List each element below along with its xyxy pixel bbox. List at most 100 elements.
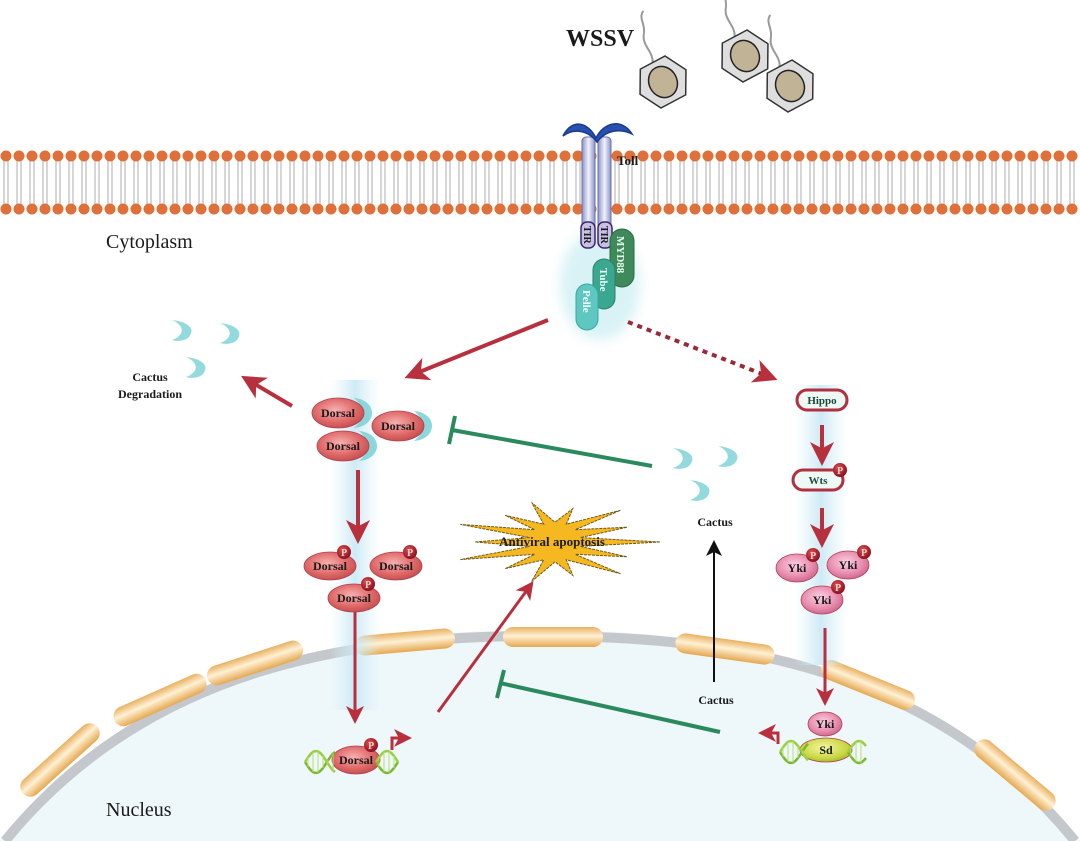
lipid xyxy=(559,150,571,215)
cactus-degradation-fragments xyxy=(172,320,240,378)
svg-text:P: P xyxy=(407,548,413,559)
lipid xyxy=(403,150,415,215)
dna-helix xyxy=(778,739,809,765)
lipid xyxy=(663,150,675,215)
antiviral-apoptosis-burst: Antiviral apoptosis xyxy=(460,502,661,582)
lipid xyxy=(0,150,12,215)
lipid xyxy=(767,150,779,215)
nucleus xyxy=(0,627,1080,841)
phospho-dorsal-label: Dorsal xyxy=(337,591,372,605)
phospho-yki-label: Yki xyxy=(839,558,858,572)
cactus-crescent xyxy=(220,323,240,344)
svg-text:P: P xyxy=(810,551,816,562)
lipid xyxy=(845,150,857,215)
free-cactus xyxy=(673,446,738,501)
lipid xyxy=(455,150,467,215)
transcription-arrow-dorsal xyxy=(390,729,412,750)
transcription-arrow-yki xyxy=(758,724,780,744)
pelle-kinase: Pelle xyxy=(575,283,599,331)
apoptosis-label: Antiviral apoptosis xyxy=(499,534,605,549)
inhibition-nuclear-cactus xyxy=(495,669,721,734)
lipid xyxy=(130,150,142,215)
lipid xyxy=(1001,150,1013,215)
wssv-virion xyxy=(639,10,687,109)
lipid xyxy=(13,150,25,215)
lipid xyxy=(117,150,129,215)
lipid xyxy=(65,150,77,215)
wssv-virion xyxy=(721,0,769,83)
svg-text:Pelle: Pelle xyxy=(580,290,592,313)
nuclear-pore xyxy=(503,627,603,647)
lipid xyxy=(299,150,311,215)
sd-factor-label: Sd xyxy=(819,743,833,757)
nuclear-pore xyxy=(113,673,207,727)
nucleus-label: Nucleus xyxy=(106,799,172,821)
svg-text:MYD88: MYD88 xyxy=(614,236,626,274)
lipid xyxy=(1014,150,1026,215)
nuclear-dorsal-label: Dorsal xyxy=(339,753,374,767)
phospho-marker: P xyxy=(831,580,845,594)
dna-strands xyxy=(303,739,867,775)
lipid xyxy=(247,150,259,215)
nuclear-pore xyxy=(675,633,775,665)
phospho-marker: P xyxy=(364,738,378,752)
arrow-dorsal-to-cactus-degradation xyxy=(241,375,294,408)
phospho-yki-label: Yki xyxy=(813,593,832,607)
lipid xyxy=(429,150,441,215)
lipid xyxy=(910,150,922,215)
dna-helix xyxy=(374,749,400,775)
cactus-crescent xyxy=(186,357,206,378)
dorsal-cactus-complex-label: Dorsal xyxy=(381,419,416,433)
svg-text:P: P xyxy=(835,583,841,594)
cactus-cyto-label: Cactus xyxy=(697,515,733,529)
sd-factor: Sd xyxy=(799,737,853,763)
lipid xyxy=(1066,150,1078,215)
lipid xyxy=(143,150,155,215)
lipid xyxy=(624,150,636,215)
wssv-virions xyxy=(639,0,814,113)
lipid xyxy=(442,150,454,215)
lipid xyxy=(351,150,363,215)
lipid xyxy=(39,150,51,215)
lipid xyxy=(923,150,935,215)
virus-label: WSSV xyxy=(566,26,635,52)
cactus-crescent xyxy=(718,446,738,467)
phospho-yki-label: Yki xyxy=(788,561,807,575)
myd88-adaptor: MYD88 xyxy=(609,228,635,288)
lipid xyxy=(26,150,38,215)
hippo-kinase: Hippo xyxy=(795,388,849,412)
lipid xyxy=(975,150,987,215)
molecules: DorsalDorsalDorsalDorsalPDorsalPDorsalPD… xyxy=(303,388,871,775)
phospho-marker: P xyxy=(857,545,871,559)
svg-text:P: P xyxy=(368,741,374,752)
arrow-toll-to-hippo-dashed xyxy=(627,320,778,383)
lipid xyxy=(286,150,298,215)
lipid xyxy=(637,150,649,215)
inhibition-cactus-on-dorsal xyxy=(447,415,653,468)
dorsal-cactus-complex-label: Dorsal xyxy=(321,406,356,420)
lipid xyxy=(1027,150,1039,215)
arrow-toll-to-dorsal xyxy=(404,318,549,381)
lipid xyxy=(416,150,428,215)
lipid xyxy=(611,150,623,215)
cactus-degradation-label-2: Degradation xyxy=(118,387,182,401)
phospho-dorsal-label: Dorsal xyxy=(379,559,414,573)
lipid xyxy=(52,150,64,215)
nuclear-pore xyxy=(206,640,304,686)
lipid xyxy=(572,150,584,215)
svg-text:Wts: Wts xyxy=(809,475,829,487)
lipid xyxy=(520,150,532,215)
phospho-marker: P xyxy=(337,545,351,559)
lipid xyxy=(884,150,896,215)
lipid xyxy=(468,150,480,215)
lipid xyxy=(819,150,831,215)
lipid xyxy=(156,150,168,215)
nuclear-pore xyxy=(974,739,1056,811)
nuclear-pore xyxy=(820,660,916,710)
toll-receptor: Toll TIR TIR MYD88 Tube Pelle xyxy=(562,123,639,331)
lipid xyxy=(897,150,909,215)
